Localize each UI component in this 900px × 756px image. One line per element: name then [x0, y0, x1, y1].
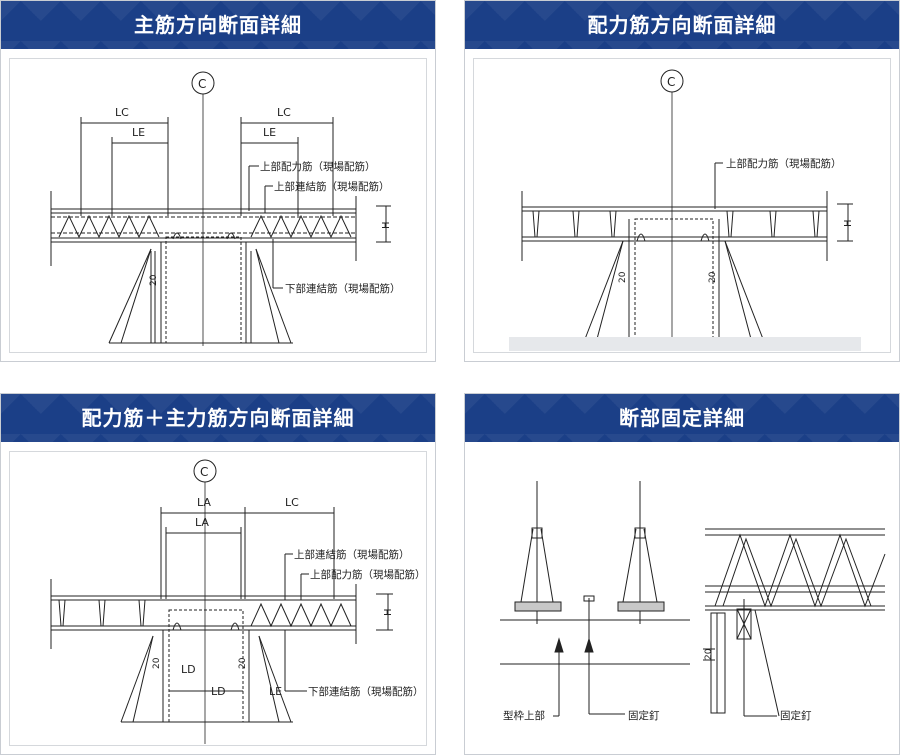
section-drawing: C 上部配力筋（現場配筋） H 20 20	[509, 69, 861, 351]
centerline-label: C	[198, 77, 206, 91]
label-top-rebar: 上部配力筋（現場配筋）	[310, 568, 426, 581]
panel-title: 主筋方向断面詳細	[1, 1, 435, 49]
centerline-label: C	[200, 465, 208, 479]
dim-le-left: LE	[132, 126, 145, 139]
drawing-frame	[9, 58, 427, 353]
dim-20-left: 20	[152, 657, 162, 669]
panel-title: 配力筋方向断面詳細	[465, 1, 899, 49]
panel-main-rebar-section: 主筋方向断面詳細	[0, 0, 436, 362]
dim-h: H	[381, 221, 392, 229]
dim-h: H	[843, 219, 854, 227]
dim-lc: LC	[285, 496, 299, 509]
dim-la-top: LA	[197, 496, 211, 509]
drawing-frame	[473, 58, 891, 353]
dim-h: H	[383, 608, 394, 616]
dim-le-right: LE	[263, 126, 276, 139]
label-top-rebar: 上部配力筋（現場配筋）	[260, 160, 376, 173]
panel-distribution-rebar-section: 配力筋方向断面詳細	[464, 0, 900, 362]
drawing-frame	[9, 451, 427, 746]
section-drawing: C LA LA LC 上部連結筋（現場配筋） 上部配力筋（現場配筋） 下部連結筋…	[50, 459, 426, 744]
label-bottom-tie: 下部連結筋（現場配筋）	[308, 685, 424, 698]
panel-combined-section: 配力筋＋主力筋方向断面詳細	[0, 393, 436, 755]
dim-ld-1: LD	[181, 663, 196, 676]
panel-end-fixing-detail: 断部固定詳細	[464, 393, 900, 755]
label-form-top: 型枠上部	[503, 709, 545, 722]
dim-20-right: 20	[708, 271, 718, 283]
centerline-label: C	[667, 75, 675, 89]
dim-ld-2: LD	[211, 685, 226, 698]
detail-drawing: 型枠上部 固定釘 固定釘 20	[500, 481, 886, 722]
panel-title: 断部固定詳細	[465, 394, 899, 442]
panel-title: 配力筋＋主力筋方向断面詳細	[1, 394, 435, 442]
label-bottom-tie: 下部連結筋（現場配筋）	[285, 282, 401, 295]
section-drawing: C LC LE LC LE 上部配力筋（現場配筋） 上部連結筋（現場配筋） 下部…	[50, 71, 401, 346]
label-nail-1: 固定釘	[628, 709, 660, 722]
dim-lc-left: LC	[115, 106, 129, 119]
dim-le: LE	[269, 685, 282, 698]
label-top-tie: 上部連結筋（現場配筋）	[294, 548, 410, 561]
dim-20: 20	[704, 648, 714, 660]
dim-20: 20	[149, 274, 159, 286]
label-top-rebar: 上部配力筋（現場配筋）	[726, 157, 842, 170]
dim-lc-right: LC	[277, 106, 291, 119]
label-nail-2: 固定釘	[780, 709, 812, 722]
label-top-tie: 上部連結筋（現場配筋）	[274, 180, 390, 193]
dim-20-left: 20	[618, 271, 628, 283]
dim-la-inner: LA	[195, 516, 209, 529]
dim-20-right: 20	[238, 657, 248, 669]
